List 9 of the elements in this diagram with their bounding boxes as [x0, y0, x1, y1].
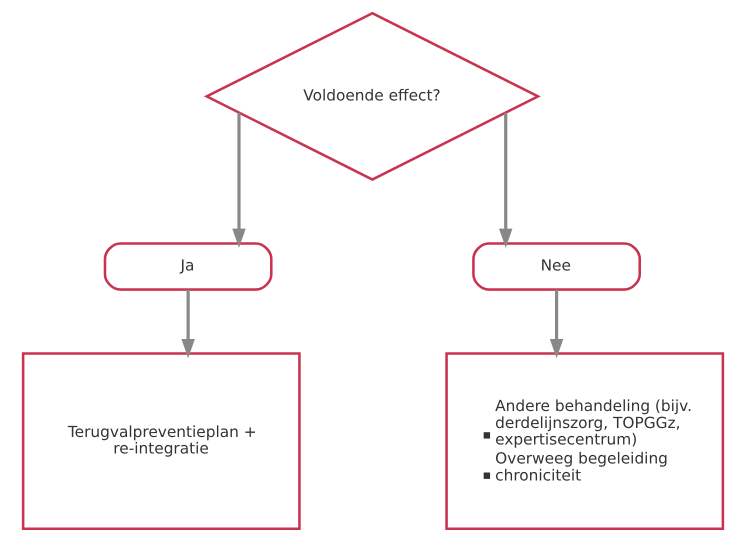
node-box: Ja [104, 242, 273, 291]
arrow [181, 290, 195, 358]
node-box: Andere behandeling (bijv. derdelijnszorg, TOPGGz, expertisecentrum) Overweeg begeleiding chroniciteit [445, 352, 724, 530]
node-box: Terugvalpreventieplan + re-integratie [22, 352, 301, 530]
node-box: Nee [472, 242, 641, 291]
node-diamond: Voldoende effect? [204, 12, 541, 181]
arrow [550, 290, 564, 358]
arrow [232, 112, 246, 248]
arrow [499, 112, 512, 248]
